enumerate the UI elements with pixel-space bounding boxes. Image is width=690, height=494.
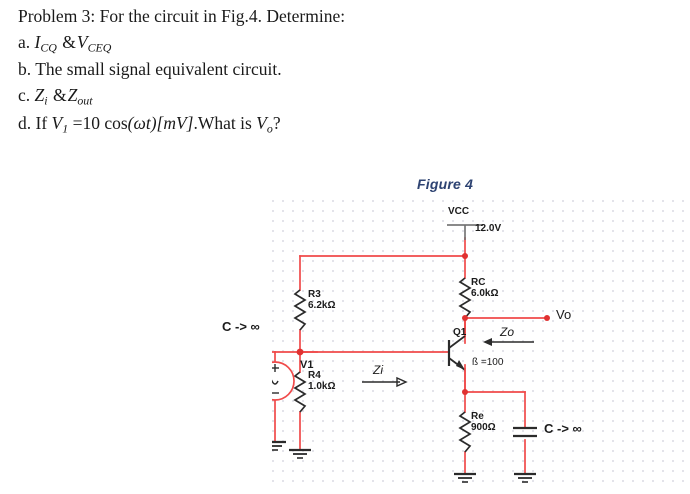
item-d-question: ?: [272, 112, 281, 133]
label-cap-bypass: C -> ∞: [544, 421, 582, 436]
item-b-marker: b.: [18, 59, 32, 80]
label-zi: Zi: [373, 363, 383, 377]
item-c-sub1: i: [44, 93, 48, 108]
item-d-unit-close: ]: [186, 112, 194, 133]
item-d-eq: =: [72, 112, 83, 133]
voltage-source-v1-icon: [272, 361, 295, 401]
label-r3-value: 6.2kΩ: [308, 300, 336, 311]
resistor-r4-icon: [293, 371, 307, 413]
label-vcc-value: 12.0V: [475, 223, 502, 234]
problem-statement: Problem 3: For the circuit in Fig.4. Det…: [18, 4, 488, 138]
zi-arrow-icon: [362, 376, 408, 388]
label-zo: Zo: [500, 325, 515, 339]
label-cap-input: C -> ∞: [222, 319, 260, 334]
item-c-sub2: out: [77, 93, 93, 108]
junction-vcc: [462, 253, 468, 259]
item-b-text: The small signal equivalent circuit.: [35, 59, 282, 80]
item-a-var1: I: [34, 31, 41, 52]
problem-item-a: a. ICQ &VCEQ: [18, 30, 488, 56]
label-q1-name: Q1: [453, 327, 467, 338]
item-d-arg-close: ): [150, 112, 157, 133]
item-d-v1: V: [51, 112, 63, 133]
label-re-value: 900Ω: [471, 422, 496, 433]
resistor-re-icon: [458, 411, 472, 453]
item-d-unit-open: [: [156, 112, 164, 133]
label-rc-name: RC: [471, 277, 486, 288]
item-c-amp: &: [52, 85, 67, 106]
item-d-tail: .What is: [193, 112, 252, 133]
ground-v1-icon: [272, 440, 286, 451]
label-vcc: VCC: [448, 206, 470, 217]
item-a-sub2: CEQ: [87, 40, 112, 55]
item-d-rhs: 10 cos: [82, 112, 128, 133]
resistor-r3-icon: [293, 289, 307, 331]
vcc-terminal-icon: [447, 224, 483, 240]
item-d-lead: If: [35, 112, 48, 133]
label-re-name: Re: [471, 411, 484, 422]
capacitor-bypass-icon: [513, 426, 537, 438]
junction-base: [296, 348, 304, 356]
label-v1: V1: [300, 359, 314, 371]
label-r3-name: R3: [308, 289, 321, 300]
label-rc-value: 6.0kΩ: [471, 288, 499, 299]
problem-item-d: d. If V1 =10 cos(ωt)[mV].What is Vo?: [18, 111, 488, 137]
ground-bypass-icon: [514, 472, 536, 483]
item-d-vo-sub: o: [266, 121, 273, 136]
label-node-vo: Vo: [556, 307, 572, 322]
item-a-var2: V: [76, 31, 88, 52]
node-vo-dot: [544, 315, 550, 321]
item-a-amp: &: [62, 31, 76, 52]
item-c-marker: c.: [18, 85, 31, 106]
figure-title: Figure 4: [417, 176, 474, 192]
item-d-marker: d.: [18, 112, 32, 133]
junction-emitter: [462, 389, 468, 395]
problem-heading: Problem 3: For the circuit in Fig.4. Det…: [18, 6, 346, 26]
item-d-unit: mV: [163, 112, 187, 133]
item-c-var2: Z: [67, 85, 78, 106]
item-d-omega: ωt: [133, 112, 151, 133]
junction-dots: [296, 253, 550, 395]
item-c-var1: Z: [34, 85, 45, 106]
ground-re-icon: [454, 472, 476, 483]
item-a-marker: a.: [18, 31, 31, 52]
item-d-vo: V: [256, 112, 267, 133]
resistor-rc-icon: [458, 277, 472, 319]
label-r4-name: R4: [308, 370, 321, 381]
circuit-schematic: VCC 12.0V RC 6.0kΩ R3 6.2kΩ R4 1.0kΩ Re …: [222, 200, 684, 486]
item-d-v1-sub: 1: [62, 121, 69, 136]
schematic-components: [272, 224, 550, 483]
ground-r4-icon: [289, 448, 311, 459]
problem-item-b: b. The small signal equivalent circuit.: [18, 57, 488, 82]
junction-collector: [462, 315, 468, 321]
zo-arrow-icon: [483, 338, 534, 346]
transistor-q1-icon: [447, 318, 466, 392]
label-q1-beta: ß =100: [472, 357, 504, 368]
label-r4-value: 1.0kΩ: [308, 381, 336, 392]
item-a-sub1: CQ: [40, 40, 57, 55]
item-d-arg-open: (: [127, 112, 134, 133]
problem-item-c: c. Zi &Zout: [18, 83, 488, 109]
